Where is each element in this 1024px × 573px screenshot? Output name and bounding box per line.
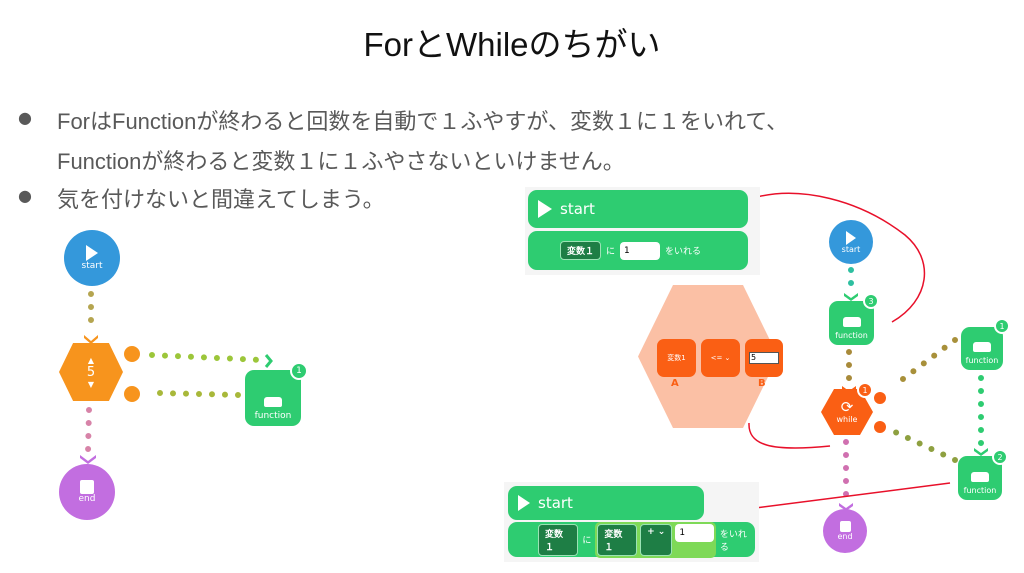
end-label: end bbox=[78, 494, 96, 504]
particle-label: に bbox=[606, 247, 616, 257]
function-node-3[interactable]: function bbox=[829, 301, 874, 345]
bullet-icon: ● bbox=[18, 186, 32, 205]
assign-block[interactable]: 変数１ に 変数１ + ⌄ 1 をいれる bbox=[508, 521, 755, 558]
start-block-label: start bbox=[538, 494, 573, 512]
start-block[interactable]: start bbox=[508, 486, 704, 520]
start-label: start bbox=[841, 244, 861, 254]
function-label: function bbox=[963, 486, 997, 495]
action-label: をいれる bbox=[665, 247, 702, 257]
function-label: function bbox=[835, 331, 868, 340]
connector-f1-while bbox=[892, 337, 958, 388]
robot-icon bbox=[971, 472, 989, 482]
end-node[interactable]: end bbox=[59, 464, 115, 520]
bullet-text: ForはFunctionが終わると回数を自動で１ふやすが、変数１に１をいれて、 bbox=[57, 109, 789, 134]
start-block-label: start bbox=[560, 200, 595, 218]
play-icon bbox=[538, 200, 552, 218]
value-input[interactable]: 1 bbox=[675, 523, 714, 542]
end-node[interactable]: end bbox=[823, 509, 867, 553]
particle-label: に bbox=[582, 536, 592, 546]
robot-icon bbox=[264, 397, 282, 407]
play-icon bbox=[846, 230, 856, 245]
operator-value: <= bbox=[710, 354, 723, 362]
while-label: while bbox=[836, 415, 858, 424]
arrow-head bbox=[84, 335, 98, 344]
function-badge: 1 bbox=[290, 362, 308, 380]
operator-select[interactable]: + ⌄ bbox=[640, 523, 673, 556]
end-label: end bbox=[837, 532, 853, 541]
loop-in-icon bbox=[124, 386, 140, 402]
loop-icon: ⟳ bbox=[840, 398, 854, 416]
function-node-1[interactable]: function bbox=[961, 327, 1003, 370]
annotation-lines bbox=[739, 192, 951, 511]
expression-block[interactable]: 変数１ + ⌄ 1 bbox=[595, 521, 716, 558]
connector-function-for bbox=[157, 390, 243, 398]
condition-value-box[interactable]: 5 bbox=[745, 339, 783, 377]
robot-icon bbox=[973, 342, 991, 352]
variable-select[interactable]: 変数１ bbox=[538, 523, 579, 556]
play-icon bbox=[518, 495, 530, 511]
function-badge: 1 bbox=[994, 318, 1010, 334]
start-block[interactable]: start bbox=[528, 190, 748, 228]
function-badge: 2 bbox=[992, 449, 1008, 465]
robot-icon bbox=[842, 317, 861, 327]
function-label: function bbox=[965, 356, 999, 365]
function-node[interactable]: function bbox=[245, 370, 301, 426]
operand-variable[interactable]: 変数１ bbox=[597, 523, 638, 556]
connector-for-end bbox=[85, 407, 92, 455]
stop-icon bbox=[80, 480, 94, 494]
slide-title: ForとWhileのちがい bbox=[363, 26, 661, 63]
bullet-text: 気を付けないと間違えてしまう。 bbox=[57, 187, 385, 212]
bullet-text: Functionが終わると変数１に１ふやさないといけません。 bbox=[57, 149, 625, 174]
for-loop-node[interactable]: ▲ 5 ▼ bbox=[59, 343, 123, 401]
bullet-icon: ● bbox=[18, 108, 32, 127]
loop-count[interactable]: 5 bbox=[86, 364, 96, 380]
decrement-icon[interactable]: ▼ bbox=[87, 379, 95, 389]
variable-select[interactable]: 変数１ bbox=[560, 241, 602, 260]
function-badge: 3 bbox=[863, 293, 879, 309]
function-label: function bbox=[254, 411, 292, 421]
condition-variable[interactable]: 変数1 bbox=[657, 339, 696, 377]
stop-icon bbox=[839, 521, 851, 532]
start-label: start bbox=[81, 261, 103, 271]
while-badge: 1 bbox=[857, 382, 873, 398]
loop-out-icon bbox=[124, 346, 140, 362]
condition-value-input[interactable]: 5 bbox=[749, 352, 779, 364]
start-node[interactable]: start bbox=[829, 220, 873, 264]
assign-block[interactable]: 変数１ に 1 をいれる bbox=[528, 231, 748, 270]
start-node[interactable]: start bbox=[64, 230, 120, 286]
label-b: B bbox=[758, 378, 766, 389]
value-input[interactable]: 1 bbox=[620, 241, 661, 260]
connector-for-function bbox=[149, 352, 265, 363]
action-label: をいれる bbox=[719, 529, 747, 553]
increment-icon[interactable]: ▲ bbox=[87, 355, 95, 365]
play-icon bbox=[86, 245, 98, 261]
connector-f2-while bbox=[892, 429, 958, 463]
condition-operator[interactable]: <= ⌄ bbox=[701, 339, 740, 377]
operator-value: + bbox=[647, 526, 655, 537]
label-a: A bbox=[671, 378, 679, 389]
